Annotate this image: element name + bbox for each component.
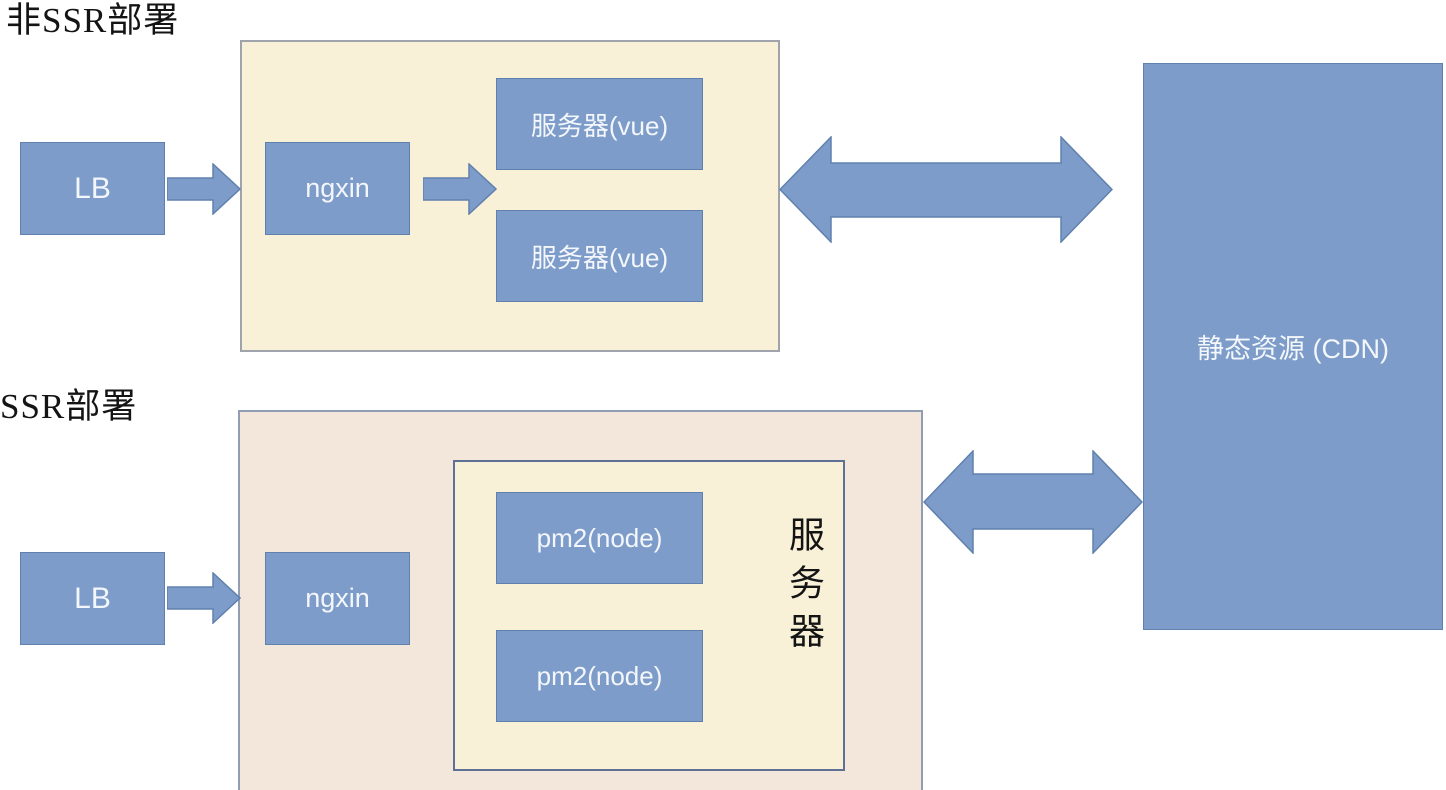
cdn-box: 静态资源 (CDN) — [1143, 63, 1443, 630]
ssr-server-group-label: 服务器 — [784, 516, 824, 660]
non-ssr-cdn-double-arrow-icon — [779, 136, 1113, 243]
non-ssr-vue-server-box-1: 服务器(vue) — [496, 78, 703, 170]
ssr-pm2-node-box-1: pm2(node) — [496, 492, 703, 584]
non-ssr-lb-box: LB — [20, 142, 165, 235]
ssr-section-title: SSR部署 — [0, 387, 138, 426]
ssr-lb-label: LB — [74, 581, 111, 615]
non-ssr-nginx-to-servers-arrow-icon — [423, 163, 497, 215]
cdn-label: 静态资源 (CDN) — [1197, 334, 1389, 364]
ssr-lb-to-nginx-arrow-icon — [167, 572, 241, 624]
ssr-pm2-node-label-1: pm2(node) — [536, 522, 663, 553]
non-ssr-vue-server-box-2: 服务器(vue) — [496, 210, 703, 302]
ssr-pm2-node-label-2: pm2(node) — [536, 660, 663, 691]
non-ssr-vue-server-label-1: 服务器(vue) — [530, 110, 669, 141]
non-ssr-nginx-label: ngxin — [305, 173, 370, 203]
ssr-lb-box: LB — [20, 552, 165, 645]
ssr-nginx-box: ngxin — [265, 552, 410, 645]
non-ssr-nginx-box: ngxin — [265, 142, 410, 235]
ssr-pm2-node-box-2: pm2(node) — [496, 630, 703, 722]
non-ssr-lb-to-nginx-arrow-icon — [167, 163, 241, 215]
ssr-cdn-double-arrow-icon — [923, 450, 1143, 554]
non-ssr-lb-label: LB — [74, 171, 111, 205]
non-ssr-section-title: 非SSR部署 — [6, 1, 180, 40]
ssr-nginx-label: ngxin — [305, 583, 370, 613]
non-ssr-vue-server-label-2: 服务器(vue) — [530, 242, 669, 273]
